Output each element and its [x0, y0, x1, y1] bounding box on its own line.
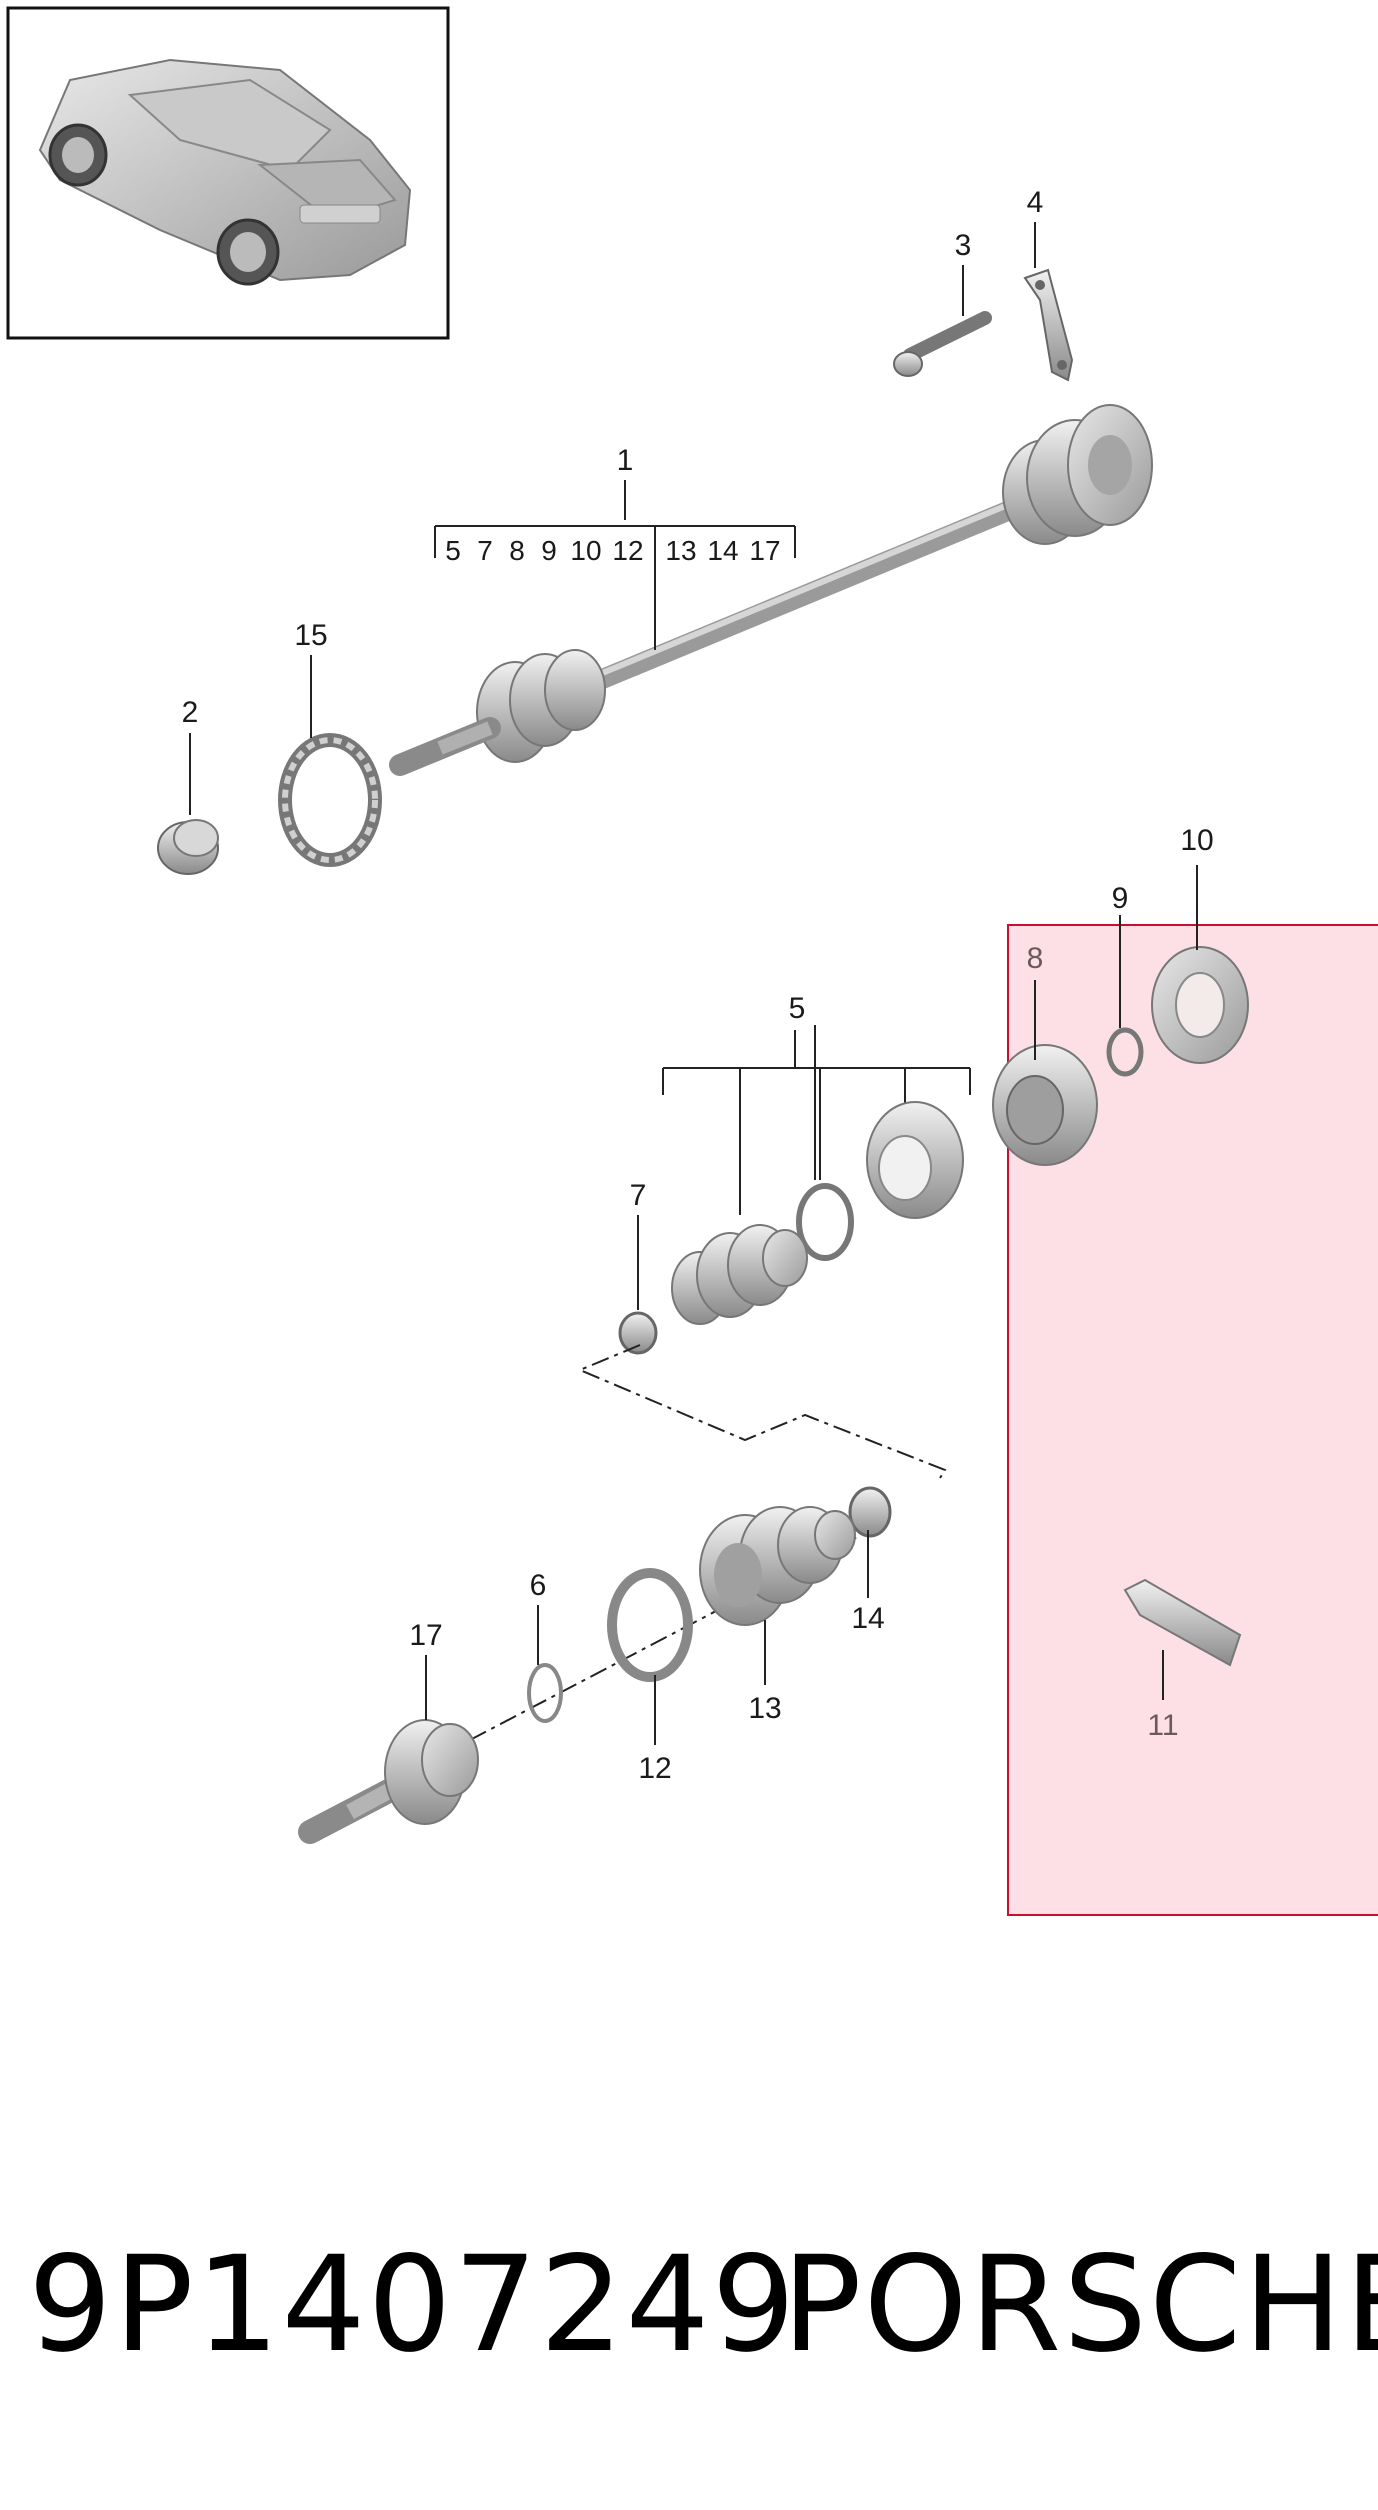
circlip-part-6 [527, 1663, 563, 1723]
footer: 9P1407249 PORSCHE [0, 2230, 1378, 2380]
assembly-1-part: 8 [509, 535, 525, 566]
bolt-part-3 [893, 311, 992, 377]
callout-8: 8 [1027, 942, 1044, 975]
callout-2: 2 [182, 696, 199, 729]
callout-14: 14 [851, 1602, 884, 1635]
nut-part-2 [157, 819, 219, 875]
cv-joint-part-8 [992, 1044, 1098, 1166]
plate-part-4 [1023, 268, 1074, 382]
assembly-1-part: 7 [477, 535, 493, 566]
flange-kit-5 [866, 1101, 964, 1219]
callout-5: 5 [789, 992, 806, 1025]
callout-11: 11 [1147, 1709, 1178, 1742]
callout-3: 3 [955, 229, 972, 262]
callout-12: 12 [638, 1752, 671, 1785]
clamp-band-part-12 [607, 1568, 693, 1682]
drive-shaft-part-1 [389, 404, 1153, 776]
assembly-1-part: 17 [749, 535, 780, 566]
callout-7: 7 [630, 1179, 647, 1212]
callout-6: 6 [530, 1569, 547, 1602]
clamp-part-7 [618, 1311, 658, 1355]
joint-part-17 [298, 1719, 479, 1844]
callout-17: 17 [409, 1619, 442, 1652]
flange-part-10 [1151, 946, 1249, 1064]
boot-part-13 [699, 1506, 856, 1626]
part-number: 9P1407249 [28, 2228, 798, 2382]
assembly-1-part: 9 [541, 535, 557, 566]
assembly-1-part-list: 5 7 8 9 10 12 13 14 17 [445, 535, 780, 566]
callout-1: 1 [617, 444, 634, 477]
callout-13: 13 [748, 1692, 781, 1725]
exploded-line [577, 1344, 947, 1479]
callout-15: 15 [294, 619, 327, 652]
ring-part-15 [278, 733, 382, 867]
assembly-1-part: 12 [612, 535, 643, 566]
brand-name: PORSCHE [782, 2228, 1378, 2382]
car-thumbnail [6, 6, 450, 340]
callout-10: 10 [1180, 824, 1213, 857]
circlip-part-9 [1106, 1027, 1144, 1077]
callout-4: 4 [1027, 186, 1044, 219]
boot-kit-5 [671, 1224, 808, 1325]
assembly-1-part: 10 [570, 535, 601, 566]
clamp-part-14 [848, 1486, 892, 1538]
assembly-1-part: 13 [665, 535, 696, 566]
ring-kit-5 [796, 1183, 854, 1261]
assembly-1-part: 14 [707, 535, 738, 566]
grease-tube-part-11 [1123, 1578, 1242, 1667]
assembly-1-part: 5 [445, 535, 461, 566]
callout-9: 9 [1112, 882, 1129, 915]
